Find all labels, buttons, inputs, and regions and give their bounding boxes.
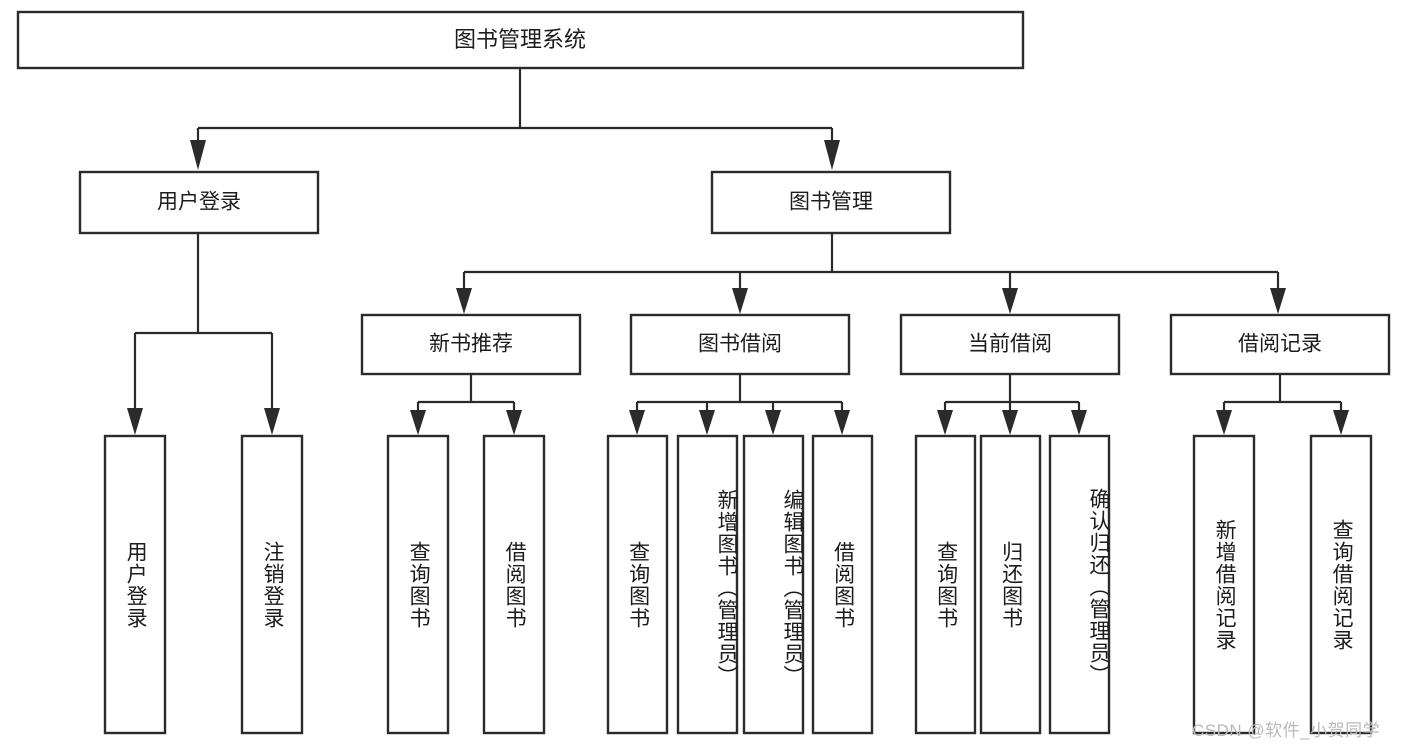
connector-group-root [190, 68, 840, 170]
connector-group-user-login [127, 233, 280, 435]
connector-group-borrow-record [1216, 374, 1349, 435]
node-root-label: 图书管理系统 [454, 27, 586, 52]
leaf-box-borrow-book-1[interactable] [482, 434, 546, 735]
leaf-box-add-book[interactable] [676, 434, 739, 735]
arrow-user-login-left [127, 408, 143, 435]
arrow-nbr-left [410, 410, 426, 435]
connector-group-book-manage [456, 233, 1286, 314]
arrow-user-login-right [264, 408, 280, 435]
arrow-root-to-book-manage [824, 140, 840, 170]
arrow-br-right [1333, 410, 1349, 435]
node-new-book-recommend[interactable] [360, 313, 582, 376]
leaf-box-query-record[interactable] [1309, 434, 1373, 735]
node-book-manage[interactable] [710, 170, 952, 235]
leaf-box-add-record[interactable] [1192, 434, 1256, 735]
node-root-book-management-system[interactable] [16, 10, 1025, 70]
connector-group-book-borrow [629, 374, 850, 435]
arrow-nbr-right [506, 410, 522, 435]
arrow-bb-c1 [629, 410, 645, 435]
leaf-box-query-book-1[interactable] [386, 434, 450, 735]
leaf-box-query-book-2[interactable] [606, 434, 669, 735]
arrow-bb-c2 [699, 410, 715, 435]
leaf-box-edit-book[interactable] [742, 434, 805, 735]
node-borrow-record[interactable] [1169, 313, 1391, 376]
csdn-watermark: CSDN @软件_小贺同学 [1192, 721, 1381, 740]
connector-group-new-book-recommend [410, 374, 522, 435]
node-book-borrow[interactable] [629, 313, 851, 376]
node-user-login[interactable] [78, 170, 320, 235]
node-borrow-record-label: 借阅记录 [1238, 333, 1322, 356]
arrow-bb-c4 [834, 410, 850, 435]
arrow-cb-c1 [937, 410, 953, 435]
arrow-bb-c3 [765, 410, 781, 435]
leaf-box-borrow-book-2[interactable] [811, 434, 874, 735]
node-book-manage-label: 图书管理 [789, 191, 873, 214]
arrow-bm-to-book-borrow [732, 288, 748, 314]
arrow-cb-c3 [1071, 410, 1087, 435]
leaf-box-user-login[interactable] [103, 434, 167, 735]
node-current-borrow-label: 当前借阅 [968, 333, 1052, 356]
node-current-borrow[interactable] [899, 313, 1121, 376]
arrow-bm-to-borrow-record [1270, 288, 1286, 314]
leaf-box-logout-login[interactable] [240, 434, 304, 735]
leaf-box-return-book[interactable] [979, 434, 1042, 735]
leaf-box-query-book-3[interactable] [914, 434, 977, 735]
arrow-bm-to-current-borrow [1002, 288, 1018, 314]
node-book-borrow-label: 图书借阅 [698, 333, 782, 356]
node-new-book-recommend-label: 新书推荐 [429, 333, 513, 356]
arrow-cb-c2 [1002, 410, 1018, 435]
arrow-root-to-user-login [190, 140, 206, 170]
arrow-bm-to-new-book [456, 288, 472, 314]
leaf-box-confirm-return[interactable] [1048, 434, 1111, 735]
connector-group-current-borrow [937, 374, 1087, 435]
node-user-login-label: 用户登录 [157, 191, 241, 214]
arrow-br-left [1216, 410, 1232, 435]
